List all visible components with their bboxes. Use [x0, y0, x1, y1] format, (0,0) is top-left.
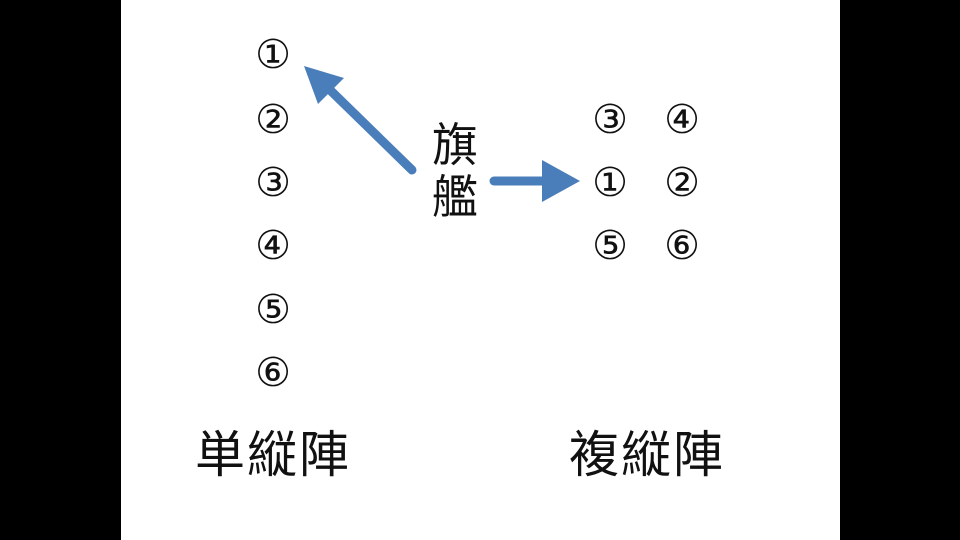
single-column-caption: 単縦陣 [195, 426, 351, 484]
single-ship-5: ⑤ [255, 287, 291, 333]
double-ship-3: ③ [592, 97, 628, 143]
double-ship-4: ④ [664, 97, 700, 143]
single-ship-3: ③ [255, 160, 291, 206]
double-ship-6: ⑥ [664, 223, 700, 269]
double-column-caption: 複縦陣 [569, 426, 725, 484]
single-ship-2: ② [255, 97, 291, 143]
flagship-label-char-1: 旗 [432, 118, 478, 172]
single-ship-1: ① [255, 32, 291, 78]
double-ship-5: ⑤ [592, 223, 628, 269]
single-ship-6: ⑥ [255, 350, 291, 396]
slide-canvas [121, 0, 840, 540]
single-ship-4: ④ [255, 223, 291, 269]
flagship-label-char-2: 艦 [432, 170, 478, 224]
double-ship-2: ② [664, 160, 700, 206]
double-ship-1: ① [592, 160, 628, 206]
